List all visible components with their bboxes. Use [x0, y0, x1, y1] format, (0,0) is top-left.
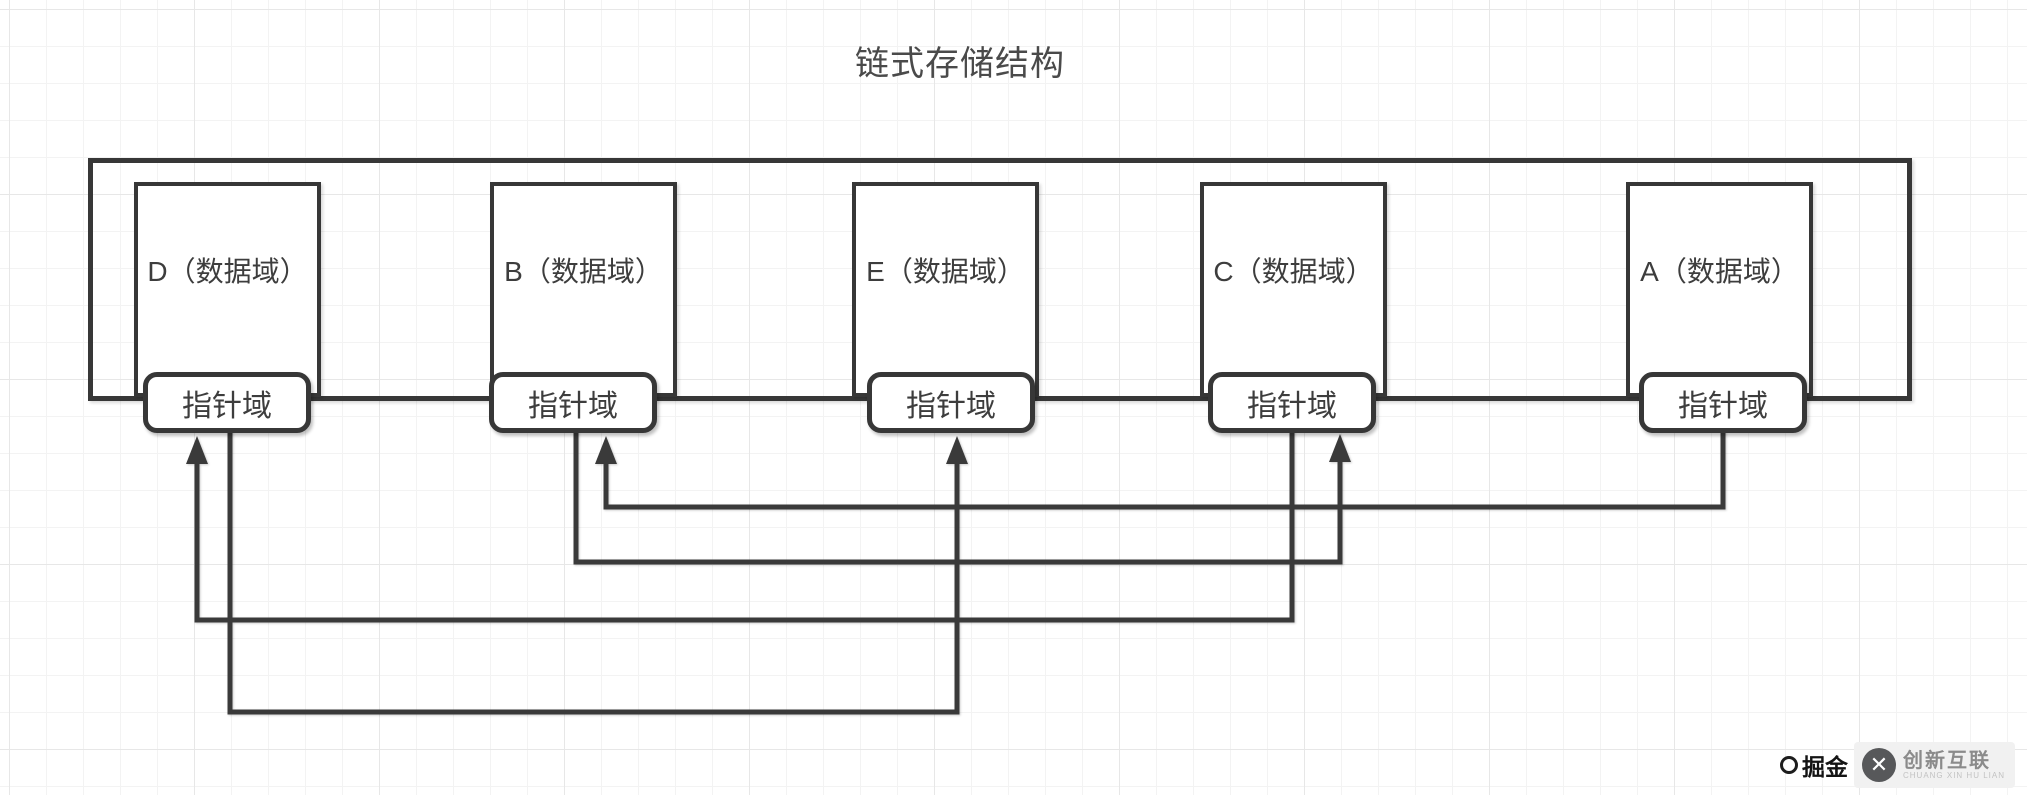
brand-watermark-subtext: CHUANG XIN HU LIAN: [1902, 770, 2005, 780]
data-box-B: B（数据域）: [490, 182, 677, 397]
arrowhead-icon-C-to-D: [186, 436, 208, 464]
data-box-A: A（数据域）: [1626, 182, 1813, 397]
data-box-label-A: A（数据域）: [1640, 256, 1799, 287]
connector-C-to-D: [186, 431, 1295, 623]
pointer-box-D: 指针域: [143, 372, 311, 433]
connector-B-to-C: [573, 431, 1351, 565]
connector-line-D-to-E: [227, 431, 960, 715]
data-box-label-C: C（数据域）: [1213, 256, 1374, 287]
connector-line-A-to-B: [603, 431, 1726, 510]
pointer-box-E: 指针域: [867, 372, 1035, 433]
juejin-logo-icon: [1779, 756, 1798, 774]
watermark: 掘金 ✕ 创新互联 CHUANG XIN HU LIAN: [1779, 739, 2015, 791]
pointer-box-B: 指针域: [489, 372, 657, 433]
connector-line-C-to-D: [194, 431, 1295, 623]
diagram-title: 链式存储结构: [855, 45, 1065, 83]
pointer-box-C: 指针域: [1208, 372, 1376, 433]
brand-logo-icon: ✕: [1861, 748, 1896, 782]
brand-watermark-card: ✕ 创新互联 CHUANG XIN HU LIAN: [1853, 742, 2015, 788]
connector-A-to-B: [595, 431, 1726, 510]
arrowhead-icon-B-to-C: [1329, 434, 1351, 462]
pointer-box-A: 指针域: [1639, 372, 1807, 433]
data-box-label-B: B（数据域）: [504, 256, 663, 287]
brand-watermark-text: 创新互联: [1902, 749, 1991, 772]
data-box-label-E: E（数据域）: [866, 256, 1025, 287]
arrowhead-icon-D-to-E: [946, 436, 968, 464]
arrowhead-icon-A-to-B: [595, 436, 617, 464]
data-box-D: D（数据域）: [134, 182, 321, 397]
data-box-label-D: D（数据域）: [147, 256, 308, 287]
connector-D-to-E: [227, 431, 968, 715]
juejin-watermark: 掘金: [1779, 748, 1848, 782]
juejin-watermark-text: 掘金: [1801, 754, 1848, 780]
